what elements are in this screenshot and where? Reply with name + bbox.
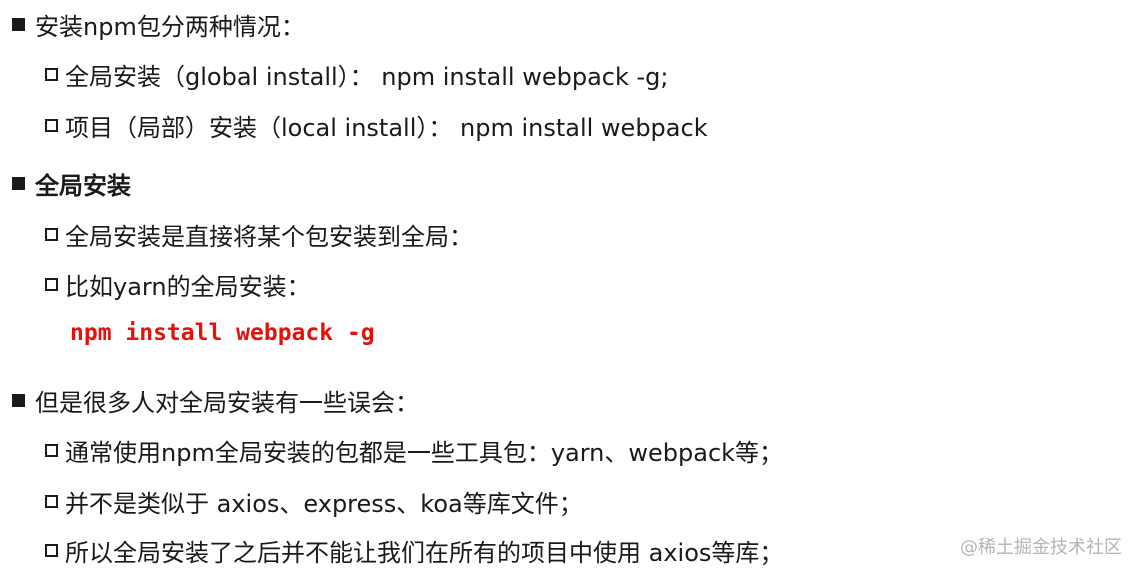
- filled-square-bullet-icon: [12, 393, 25, 407]
- list-item-text: 比如yarn的全局安装：: [65, 272, 311, 301]
- list-item-yarn-example: 比如yarn的全局安装：: [45, 268, 311, 301]
- hollow-square-bullet-icon: [45, 227, 58, 241]
- code-snippet-npm-install: npm install webpack -g: [70, 320, 375, 346]
- watermark-text: @稀土掘金技术社区: [960, 537, 1122, 558]
- list-item-global-install: 全局安装（global install）： npm install webpac…: [45, 58, 669, 91]
- section-heading-global-install: 全局安装: [12, 167, 131, 200]
- list-item-not-libraries: 并不是类似于 axios、express、koa等库文件；: [45, 485, 583, 518]
- list-item-global-install-desc: 全局安装是直接将某个包安装到全局：: [45, 218, 473, 251]
- section-heading-install-cases: 安装npm包分两种情况：: [12, 8, 305, 41]
- filled-square-bullet-icon: [12, 176, 25, 190]
- hollow-square-bullet-icon: [45, 67, 58, 81]
- hollow-square-bullet-icon: [45, 118, 58, 132]
- heading-text: 全局安装: [35, 171, 131, 200]
- section-heading-misconceptions: 但是很多人对全局安装有一些误会：: [12, 384, 419, 417]
- list-item-text: 所以全局安装了之后并不能让我们在所有的项目中使用 axios等库；: [65, 538, 784, 567]
- hollow-square-bullet-icon: [45, 443, 58, 457]
- list-item-text: 项目（局部）安装（local install）： npm install web…: [65, 113, 708, 142]
- list-item-text: 全局安装是直接将某个包安装到全局：: [65, 222, 473, 251]
- list-item-text: 全局安装（global install）： npm install webpac…: [65, 62, 669, 91]
- hollow-square-bullet-icon: [45, 543, 58, 557]
- list-item-text: 通常使用npm全局安装的包都是一些工具包：yarn、webpack等；: [65, 438, 784, 467]
- heading-text: 但是很多人对全局安装有一些误会：: [35, 388, 419, 417]
- list-item-text: 并不是类似于 axios、express、koa等库文件；: [65, 489, 583, 518]
- list-item-local-install: 项目（局部）安装（local install）： npm install web…: [45, 109, 708, 142]
- filled-square-bullet-icon: [12, 17, 25, 31]
- hollow-square-bullet-icon: [45, 277, 58, 291]
- heading-text: 安装npm包分两种情况：: [35, 12, 305, 41]
- list-item-cannot-use-libs: 所以全局安装了之后并不能让我们在所有的项目中使用 axios等库；: [45, 534, 784, 567]
- list-item-tool-packages: 通常使用npm全局安装的包都是一些工具包：yarn、webpack等；: [45, 434, 784, 467]
- hollow-square-bullet-icon: [45, 494, 58, 508]
